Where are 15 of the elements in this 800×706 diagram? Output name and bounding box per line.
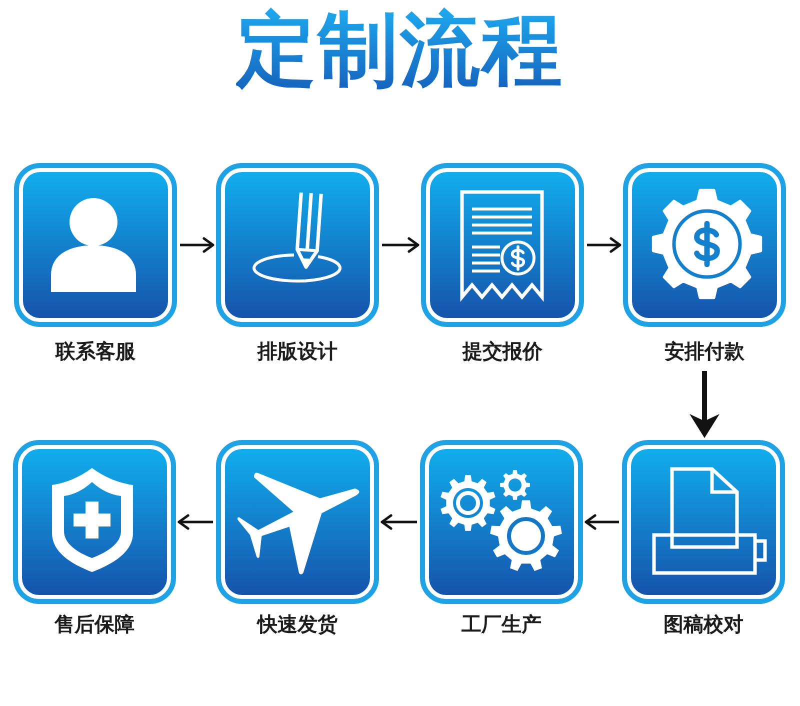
step-label: 联系客服 bbox=[56, 339, 136, 363]
arrow bbox=[587, 237, 622, 253]
step-label: 安排付款 bbox=[664, 339, 744, 363]
step-label: 售后保障 bbox=[54, 612, 134, 636]
arrow bbox=[382, 237, 420, 253]
step-label: 快速发货 bbox=[258, 612, 338, 636]
step-label: 提交报价 bbox=[462, 339, 542, 363]
step-label: 工厂生产 bbox=[462, 612, 542, 636]
arrow bbox=[380, 514, 417, 530]
step-label: 排版设计 bbox=[258, 339, 338, 363]
arrow bbox=[690, 371, 720, 438]
arrow bbox=[180, 237, 214, 253]
arrow bbox=[178, 514, 213, 530]
arrow bbox=[584, 514, 619, 530]
step-label: 图稿校对 bbox=[664, 612, 744, 636]
